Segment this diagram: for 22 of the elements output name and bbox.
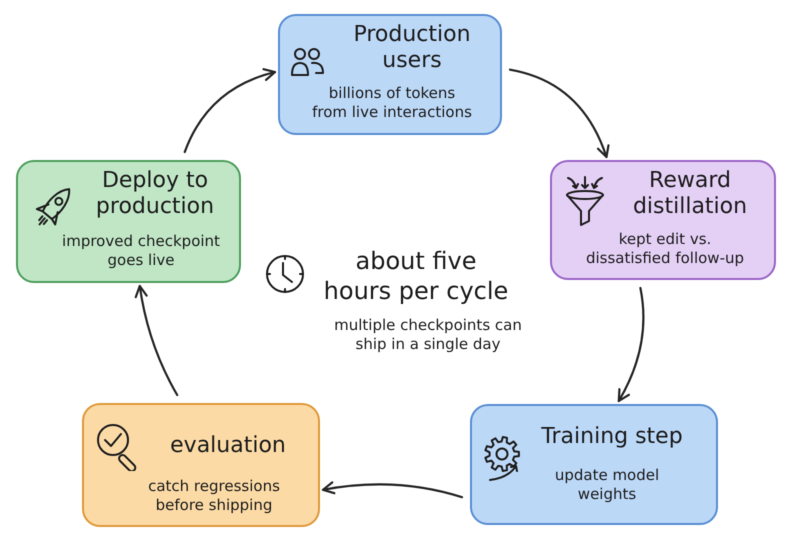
cycle-time-text: about five hours per cycle <box>322 246 510 306</box>
stage-box <box>470 404 718 525</box>
stage-description: kept edit vs. dissatisfied follow-up <box>584 230 746 268</box>
stage-title: Production users <box>352 22 472 75</box>
arrow <box>134 284 178 396</box>
stage-title: Deploy to production <box>94 168 216 221</box>
stage-box <box>16 160 241 283</box>
stage-description: update model weights <box>554 466 660 504</box>
note-text: multiple checkpoints can ship in a single day <box>333 316 523 354</box>
stage-description: billions of tokens from live interactions <box>311 84 473 122</box>
arrow <box>184 68 276 154</box>
stage-description: improved checkpoint goes live <box>61 232 221 270</box>
arrow <box>508 68 610 158</box>
stage-box <box>278 14 502 135</box>
stage-description: catch regressions before shipping <box>147 477 281 514</box>
arrow <box>322 482 464 498</box>
stage-title: evaluation <box>169 433 287 460</box>
arrow <box>618 286 644 402</box>
stage-title: Training step <box>540 424 684 450</box>
stage-title: Reward distillation <box>632 168 748 221</box>
stage-box <box>82 403 320 527</box>
stage-box <box>550 160 776 280</box>
